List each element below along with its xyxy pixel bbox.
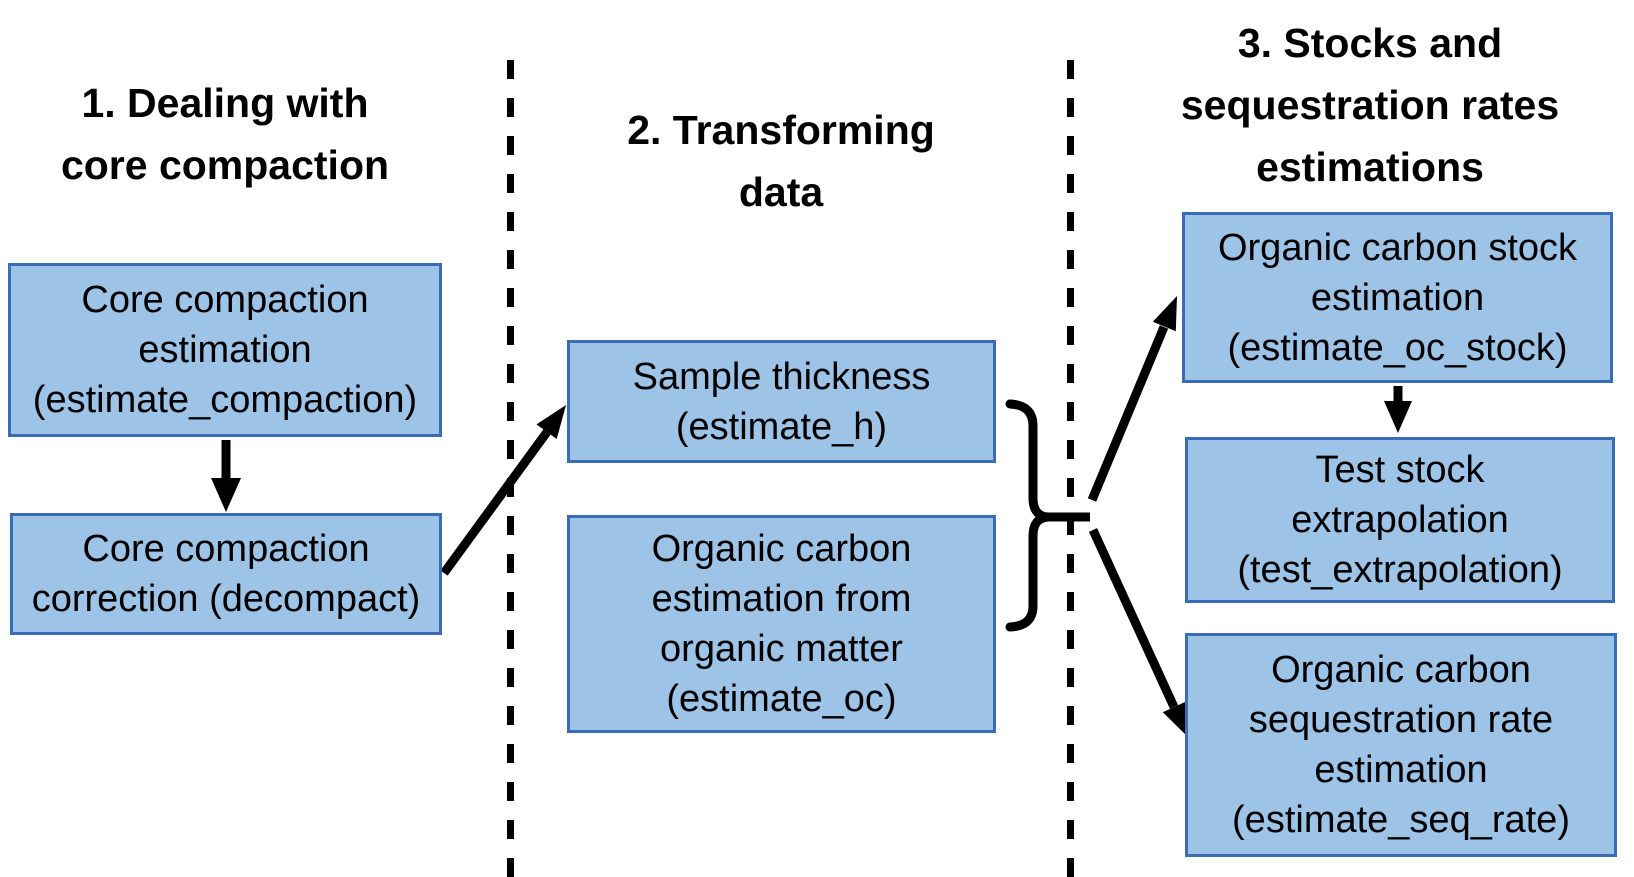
box-text-line: estimation bbox=[1310, 276, 1485, 319]
section-title-core-compaction: 1. Dealing with core compaction bbox=[0, 72, 450, 196]
box-text-line: sequestration rate bbox=[1248, 699, 1554, 741]
flow-box-estimate-compaction: Core compaction estimation (estimate_com… bbox=[8, 263, 442, 437]
box-text-line: organic matter bbox=[660, 628, 903, 670]
title-line: data bbox=[738, 169, 824, 215]
flow-box-estimate-oc: Organic carbon estimation from organic m… bbox=[567, 515, 996, 733]
box-text-line: (estimate_seq_rate) bbox=[1232, 799, 1570, 841]
flow-box-test-extrapolation: Test stock extrapolation (test_extrapola… bbox=[1185, 437, 1615, 603]
flow-box-estimate-h: Sample thickness (estimate_h) bbox=[567, 340, 996, 463]
box-text-line: (estimate_oc) bbox=[666, 678, 897, 720]
title-line: sequestration rates bbox=[1180, 82, 1560, 128]
title-line: 3. Stocks and bbox=[1237, 20, 1503, 66]
title-line: 2. Transforming bbox=[627, 107, 935, 153]
flow-box-decompact: Core compaction correction (decompact) bbox=[10, 513, 442, 635]
flow-box-estimate-seq-rate: Organic carbon sequestration rate estima… bbox=[1185, 633, 1617, 857]
box-text-line: estimation from bbox=[651, 578, 912, 620]
box-text-line: Test stock bbox=[1315, 449, 1485, 491]
box-text-line: Core compaction bbox=[81, 279, 369, 321]
box-text-line: Organic carbon bbox=[1271, 649, 1531, 691]
title-line: core compaction bbox=[60, 142, 390, 188]
arrow-stock-to-extrapolation bbox=[1384, 386, 1412, 433]
box-text-line: extrapolation bbox=[1291, 499, 1509, 541]
box-text-line: Organic carbon bbox=[651, 528, 912, 570]
box-text-line: (estimate_compaction) bbox=[32, 379, 418, 421]
arrow-estimation-to-correction bbox=[211, 440, 241, 512]
box-text-line: Sample thickness bbox=[632, 355, 931, 398]
box-text-line: (estimate_oc_stock) bbox=[1227, 326, 1568, 369]
box-text-line: (estimate_h) bbox=[675, 405, 888, 448]
flow-box-estimate-oc-stock: Organic carbon stock estimation (estimat… bbox=[1182, 212, 1613, 383]
brace-transform-outputs bbox=[1005, 399, 1049, 632]
section-title-transforming-data: 2. Transforming data bbox=[556, 99, 1006, 223]
section-title-stocks-sequestration: 3. Stocks and sequestration rates estima… bbox=[1145, 12, 1595, 198]
box-text-line: Core compaction bbox=[82, 528, 370, 570]
title-line: estimations bbox=[1256, 144, 1484, 190]
arrow-brace-to-seq-rate bbox=[1088, 528, 1188, 737]
arrow-correction-to-thickness bbox=[440, 405, 566, 576]
arrow-brace-to-oc-stock bbox=[1087, 296, 1177, 502]
box-text-line: estimation bbox=[1314, 749, 1488, 791]
box-text-line: Organic carbon stock bbox=[1217, 226, 1578, 269]
box-text-line: correction (decompact) bbox=[31, 578, 421, 620]
box-text-line: estimation bbox=[138, 329, 312, 371]
title-line: 1. Dealing with bbox=[81, 80, 369, 126]
box-text-line: (test_extrapolation) bbox=[1237, 549, 1563, 591]
